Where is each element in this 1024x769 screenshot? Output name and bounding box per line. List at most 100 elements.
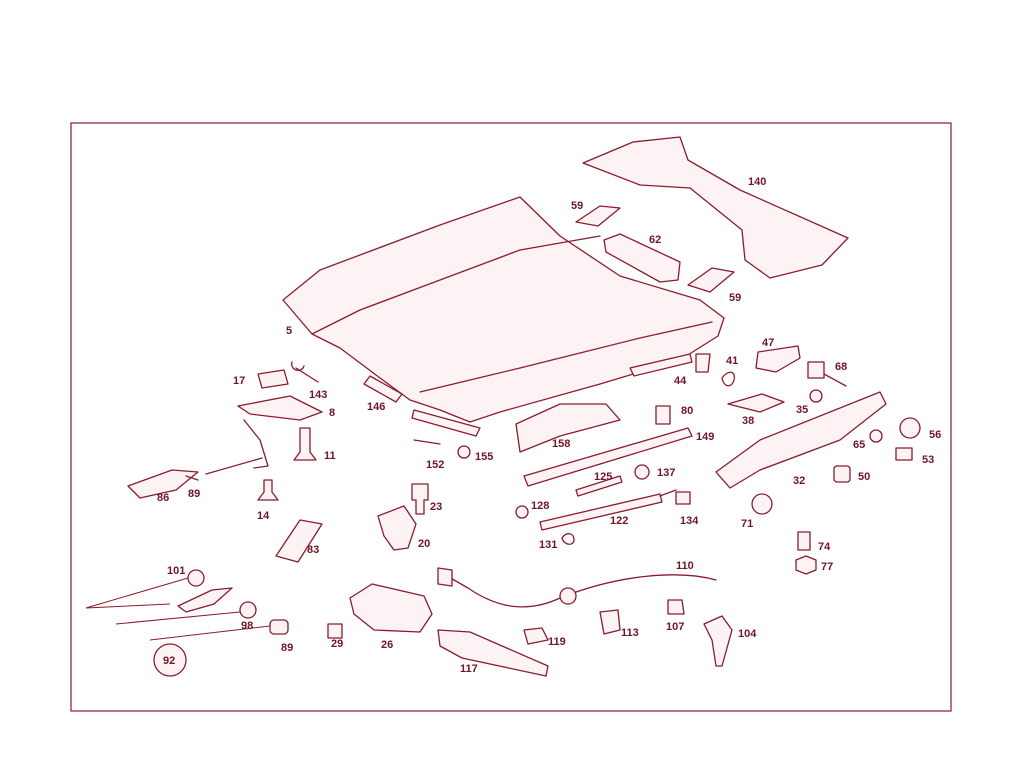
callout: 143 [309,389,327,401]
callout: 117 [460,663,478,675]
callout: 77 [821,561,833,573]
callout: 152 [426,459,444,471]
part-71-nut [751,493,773,515]
part-122-rod [659,489,677,497]
part-92-circle [153,643,187,677]
callout: 107 [666,621,684,633]
part-80-clip [655,405,671,425]
part-5-hood [282,196,725,423]
part-152-lead [413,439,441,445]
part-110-cable-grommet [559,587,577,605]
callout: 158 [552,438,570,450]
callout: 32 [793,475,805,487]
callout: 41 [726,355,738,367]
part-35-washer [809,389,823,403]
part-98-bushing [239,601,257,619]
part-26-tray [349,583,433,633]
part-134-bolt [675,491,691,505]
callout: 101 [167,565,185,577]
part-lever [177,587,233,613]
hood-crease [311,235,601,335]
part-107-clip [667,599,685,615]
part-113-clip [599,609,621,635]
part-155-grommet [457,445,471,459]
callout: 98 [241,620,253,632]
callout: 128 [531,500,549,512]
callout: 14 [257,510,270,522]
part-68-bolt [807,361,825,379]
part-92-leaders [85,577,271,641]
part-20-bracket [377,505,417,551]
callout: 155 [475,451,493,463]
callout: 146 [367,401,385,413]
part-86-cable [205,457,263,475]
part-143-pin [291,361,319,383]
part-44-clip [695,353,711,373]
part-137-nut [634,464,650,480]
part-29-clip [327,623,343,639]
part-53-bolt [895,447,913,461]
part-104-handle [703,615,733,667]
callout: 140 [748,176,766,188]
part-62-air-duct [603,233,681,283]
callout: 35 [796,404,808,416]
callout: 71 [741,518,753,530]
part-74-bolt [797,531,811,551]
callout: 83 [307,544,319,556]
part-149-seal-strip [523,427,693,487]
callout: 86 [157,492,169,504]
part-23-bolt [411,483,429,515]
part-38-bracket [727,393,785,413]
callout: 23 [430,501,442,513]
callout: 56 [929,429,941,441]
callout: 20 [418,538,430,550]
part-8-latch-plate [237,395,323,421]
callout: 92 [163,655,175,667]
part-59-vent-right [687,267,735,293]
diagram-frame [70,122,952,712]
callout: 44 [674,375,687,387]
callout: 59 [729,292,741,304]
part-101-nut [187,569,205,587]
part-17-lock [257,369,289,389]
callout: 113 [621,627,639,639]
part-68-shank [823,373,847,387]
part-128-bolt [515,505,529,519]
callout: 17 [233,375,245,387]
callout: 59 [571,200,583,212]
part-158-seal [515,403,621,453]
part-125-rod [575,475,623,497]
part-8-latch-arm [243,419,269,469]
callout: 65 [853,439,865,451]
callout: 29 [331,638,343,650]
part-14-screw [257,479,279,501]
callout: 53 [922,454,934,466]
part-41-spring [721,371,735,387]
callout: 50 [858,471,870,483]
callout: 26 [381,639,393,651]
callout: 149 [696,431,714,443]
part-146-rod [363,375,403,403]
callout: 134 [680,515,699,527]
part-32-hinge [715,391,887,489]
callout: 80 [681,405,693,417]
callout: 131 [539,539,557,551]
part-89-clip [185,475,199,481]
part-56-nut [899,417,921,439]
part-83-bracket [275,519,323,563]
part-65-washer [869,429,883,443]
part-117-strip [437,629,549,677]
callout: 89 [281,642,293,654]
hood-front-edge [419,321,713,393]
part-hood-seal-rail [629,353,693,377]
part-122-strut [539,493,663,531]
callout: 47 [762,337,774,349]
callout: 8 [329,407,335,419]
callout: 38 [742,415,754,427]
part-152-strip [411,409,481,437]
part-47-bracket [755,345,801,373]
callout: 119 [548,636,566,648]
part-59-vent-left [575,205,621,227]
part-131-clip [561,533,575,545]
